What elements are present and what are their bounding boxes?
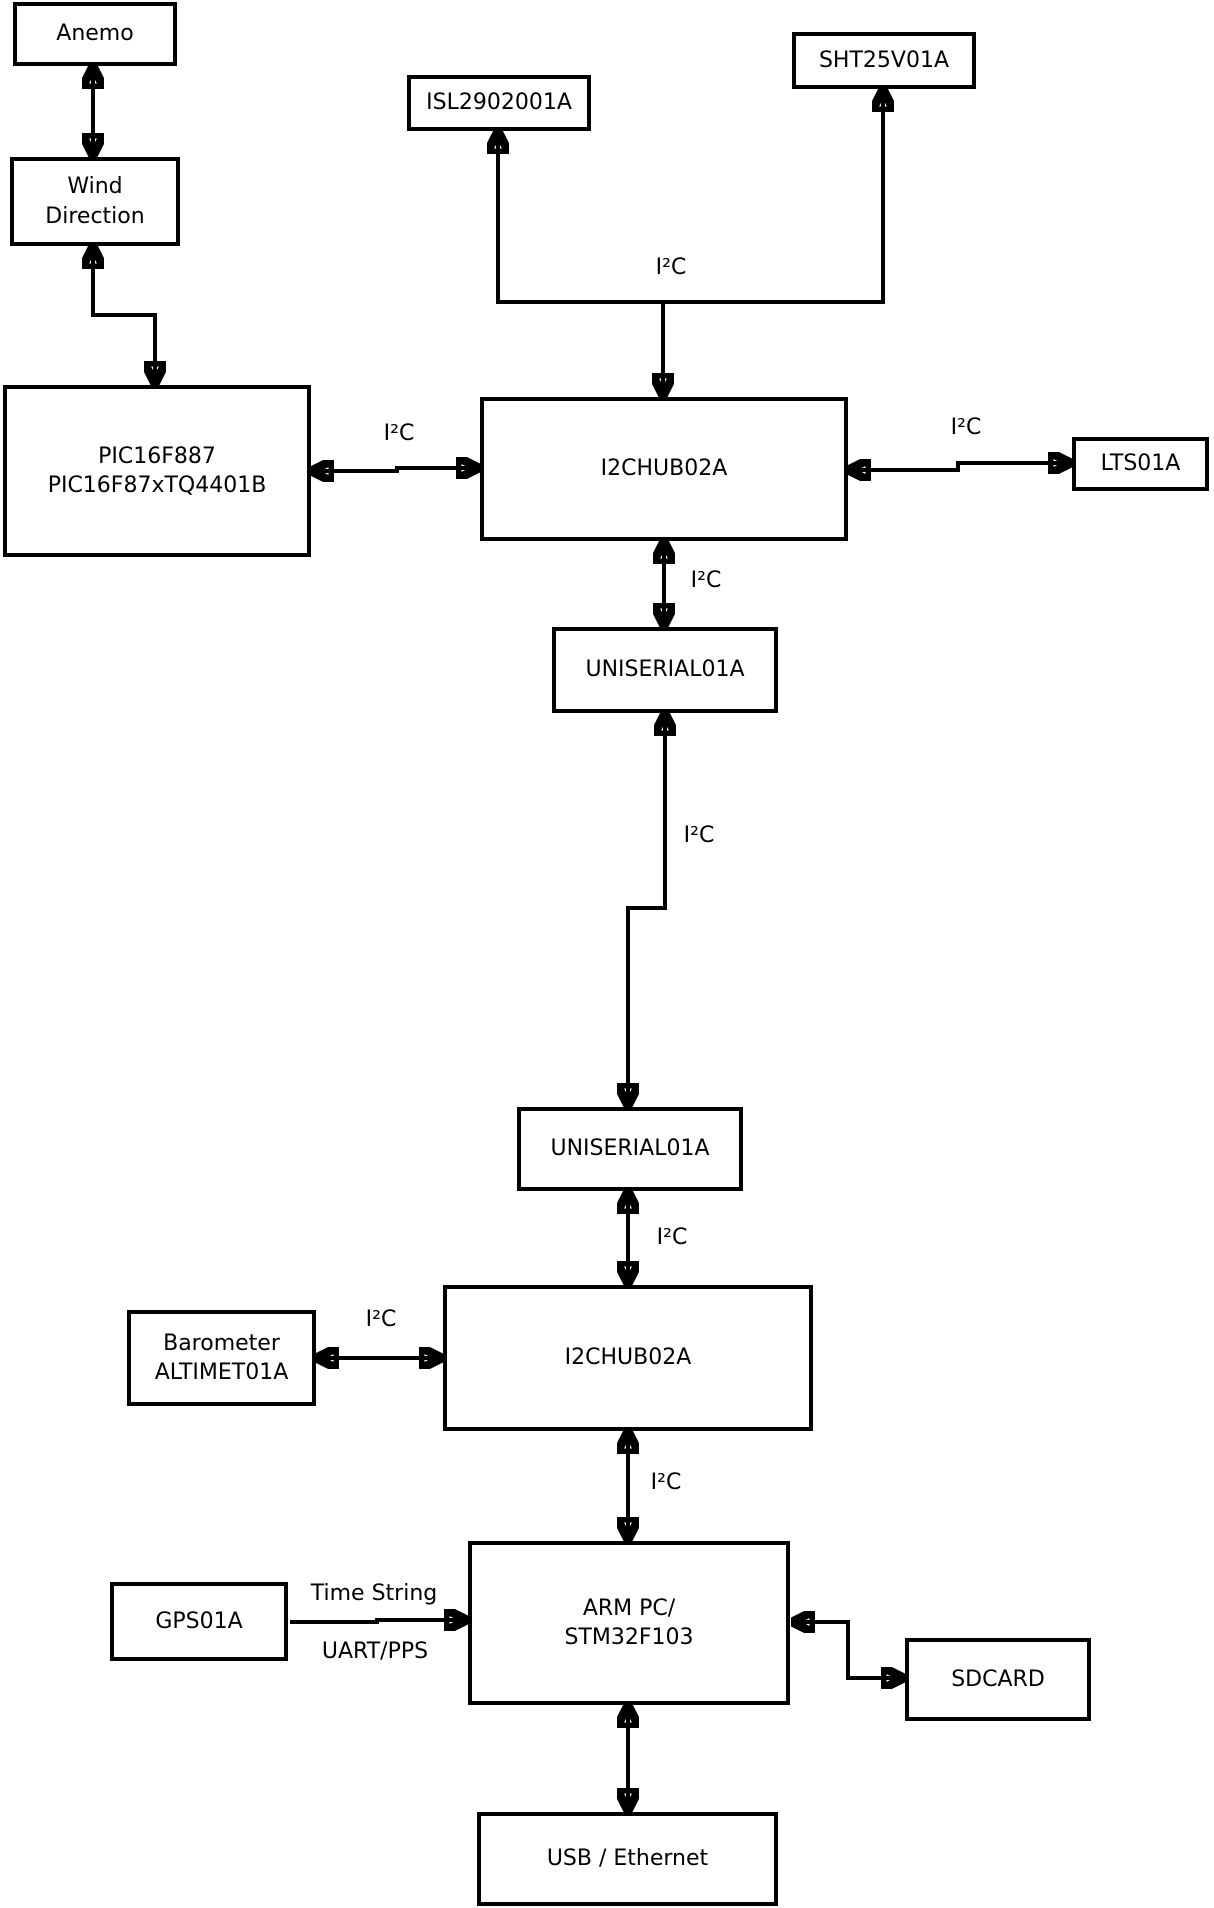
edge-arm-sdcard [793,1622,903,1678]
node-uniserial01a-2-label: UNISERIAL01A [550,1136,710,1162]
edge-label-barometer-to-hub2: I²C [365,1307,397,1332]
edge-label-pic-to-hub1: I²C [383,421,415,446]
node-arm-pc: ARM PC/ STM32F103 [468,1541,790,1705]
node-barometer-label-line2: ALTIMET01A [154,1360,289,1385]
node-isl2902001a: ISL2902001A [407,75,591,131]
edge-wind-pic [93,247,155,383]
edge-pic-hub1 [312,468,478,471]
node-isl2902001a-label: ISL2902001A [426,90,572,116]
edge-sensor-bus [498,90,883,304]
node-arm-pc-label-line2: STM32F103 [564,1625,694,1650]
edge-label-gps-to-arm-bus: UART/PPS [321,1639,429,1664]
node-sdcard-label: SDCARD [951,1666,1045,1692]
edge-label-uniserial2-to-hub2: I²C [656,1225,688,1250]
node-lts01a-label: LTS01A [1100,451,1181,477]
node-uniserial01a-2: UNISERIAL01A [517,1107,743,1191]
node-barometer-altimet01a: Barometer ALTIMET01A [127,1310,316,1406]
edge-uniserial1-uniserial2 [628,714,665,1105]
edge-hub1-lts [849,463,1070,470]
node-i2chub02a-1-label: I2CHUB02A [600,456,728,482]
node-barometer-label-line1: Barometer [163,1330,280,1356]
node-arm-pc-label-line1: ARM PC/ [582,1595,676,1621]
edge-label-uniserial1-to-uniserial2: I²C [683,823,715,848]
edge-gps-arm [290,1620,466,1622]
node-sdcard: SDCARD [905,1638,1091,1721]
node-uniserial01a-1-label: UNISERIAL01A [585,657,745,683]
node-anemo: Anemo [13,2,177,66]
node-i2chub02a-1: I2CHUB02A [480,397,848,541]
node-pic16f887: PIC16F887 PIC16F87xTQ4401B [3,385,311,557]
node-i2chub02a-2-label: I2CHUB02A [564,1345,692,1371]
node-sht25v01a: SHT25V01A [792,32,976,89]
node-gps01a-label: GPS01A [155,1608,243,1634]
node-uniserial01a-1: UNISERIAL01A [552,627,778,713]
node-wind-direction-label-line1: Wind [67,174,123,200]
node-sht25v01a-label: SHT25V01A [818,47,950,73]
node-wind-direction: Wind Direction [10,157,180,246]
edge-label-hub2-to-arm: I²C [650,1470,682,1495]
node-pic16f887-label-line2: PIC16F87xTQ4401B [47,473,267,498]
node-i2chub02a-2: I2CHUB02A [443,1285,813,1431]
edge-label-gps-to-arm-signal: Time String [310,1581,438,1606]
edge-label-hub1-to-lts: I²C [950,415,982,440]
node-usb-ethernet: USB / Ethernet [477,1812,778,1906]
edge-label-hub1-to-uniserial1: I²C [690,568,722,593]
node-usb-ethernet-label: USB / Ethernet [546,1846,709,1872]
node-wind-direction-label-line2: Direction [45,203,145,229]
node-anemo-label: Anemo [56,21,134,47]
edge-label-sensors-to-hub1: I²C [655,255,687,280]
node-gps01a: GPS01A [110,1582,288,1661]
node-lts01a: LTS01A [1072,437,1209,491]
node-pic16f887-label-line1: PIC16F887 [98,443,216,469]
